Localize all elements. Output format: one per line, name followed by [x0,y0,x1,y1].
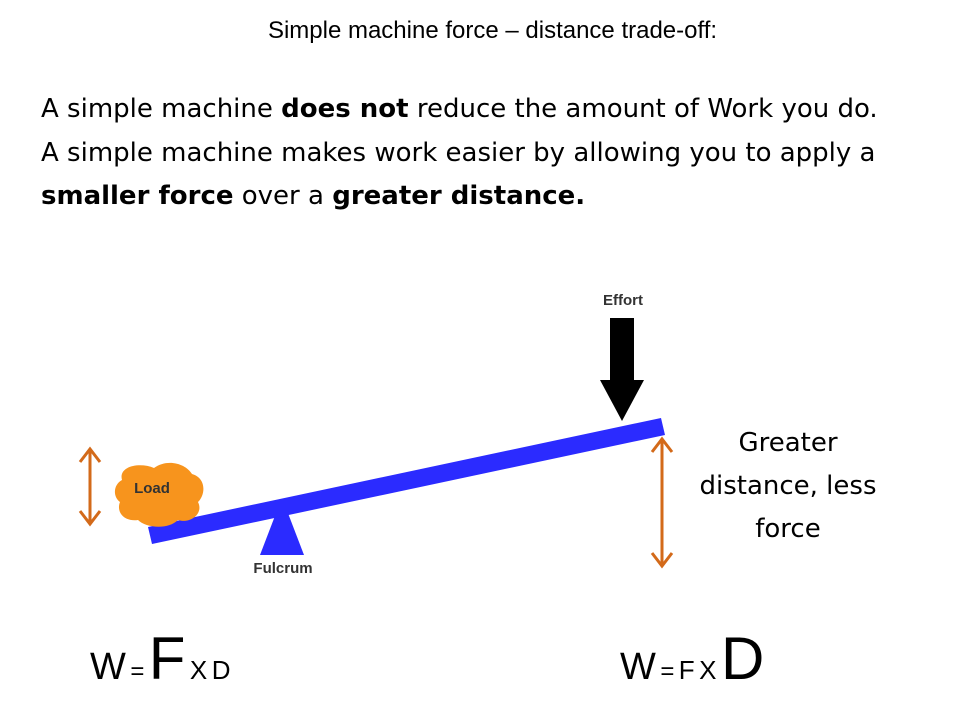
formula-x: X [699,655,717,685]
effort-distance-arrow [650,436,674,569]
greater-distance-label: Greater distance, less force [699,428,877,544]
effort-arrow [600,318,644,421]
emphasis-smaller-force: smaller force [41,181,234,211]
formula-d: D [211,655,231,685]
text-run: A simple machine [41,94,282,124]
lever-beam [148,418,665,544]
formula-f: F [678,655,695,685]
formula-equals: = [660,658,675,685]
slide-title: Simple machine force – distance trade-of… [267,17,718,44]
work-formula-force-emphasis: W = F X D [90,624,230,694]
load-blob: Load [114,462,204,527]
text-run: reduce the amount of Work you do. [408,94,878,124]
load-distance-arrow [78,446,102,527]
formula-w: W [90,646,126,688]
explanation-text: A simple machine does not reduce the amo… [41,88,921,219]
formula-d: D [720,625,765,692]
effort-label: Effort [603,292,643,309]
text-run: A simple machine makes work easier by al… [41,137,876,168]
load-label: Load [134,480,170,497]
formula-f: F [148,625,186,692]
emphasis-greater-distance: greater distance. [332,181,586,211]
emphasis-does-not: does not [281,94,409,124]
formula-w: W [620,646,656,688]
formula-equals: = [130,658,145,685]
text-run: over a [233,181,333,211]
formula-x: X [189,655,208,685]
work-formula-distance-emphasis: W = F X D [620,624,764,694]
fulcrum-label: Fulcrum [253,560,312,577]
fulcrum-triangle [260,508,304,555]
